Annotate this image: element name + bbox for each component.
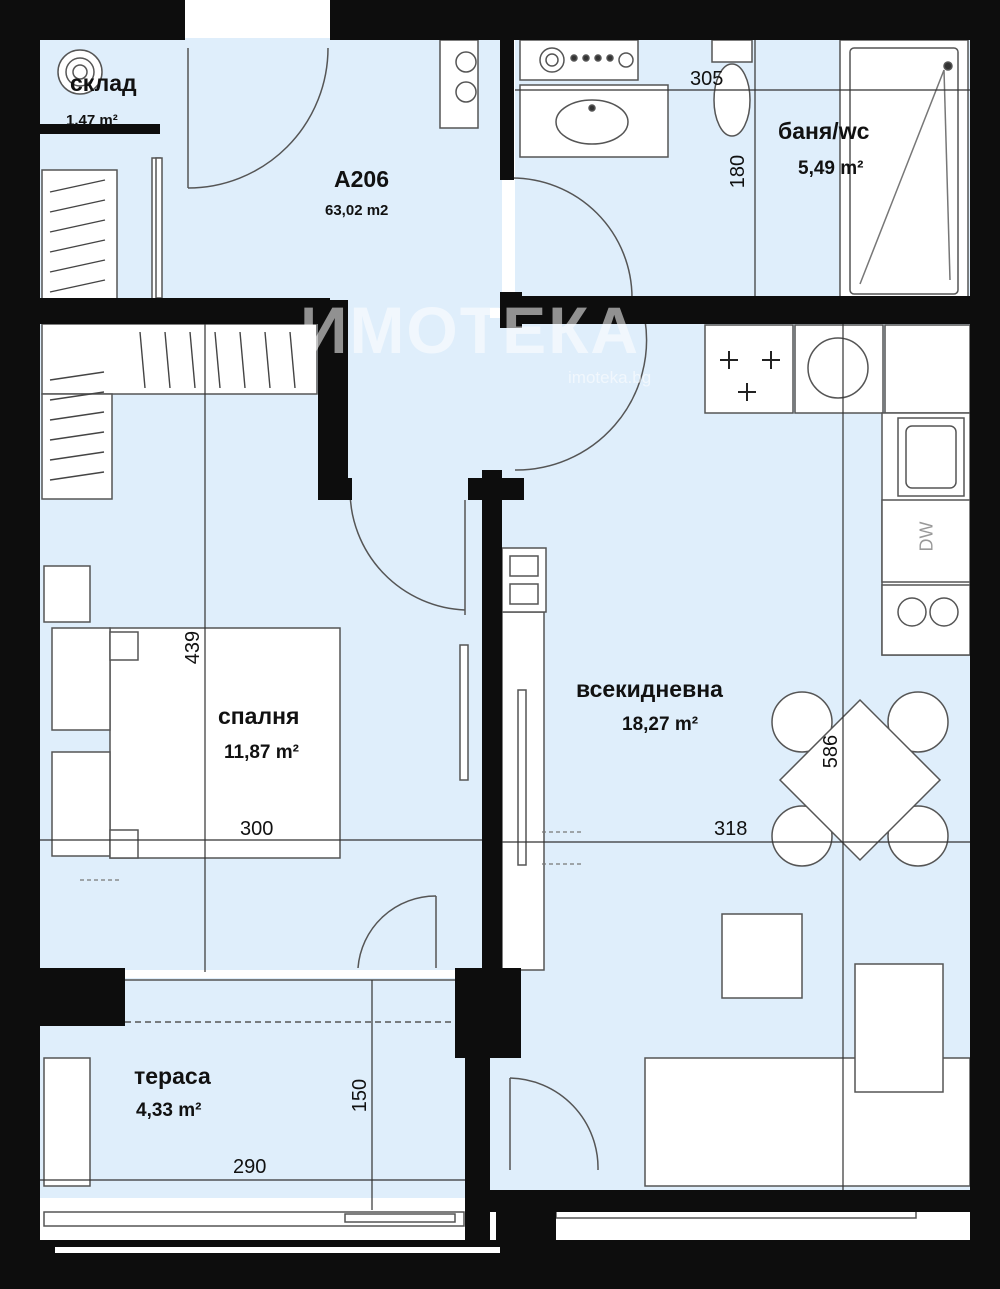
wall-bedroom-stub	[320, 478, 352, 500]
room-name-bathroom: баня/wc	[778, 118, 870, 144]
wardrobe-bedroom-top	[41, 323, 318, 395]
dining-table-icon	[771, 691, 949, 867]
wall-bedroom-right	[318, 300, 348, 500]
wall-hall-bath	[500, 40, 514, 180]
wall-outer-left	[0, 0, 40, 1289]
radiator-bedroom	[459, 644, 469, 781]
wall-bedroom-terrace	[40, 968, 125, 1026]
wall-bath-living	[514, 296, 970, 324]
room-area-storage: 1,47 m²	[66, 112, 118, 129]
wall-hall-bedroom	[40, 298, 330, 324]
wall-top-left	[40, 0, 185, 40]
wardrobes	[41, 157, 318, 500]
wall-outer-right	[970, 0, 1000, 1289]
apartment-area: 63,02 m2	[325, 202, 389, 219]
dishwasher-icon	[881, 499, 971, 583]
room-area-terrace: 4,33 m²	[136, 1100, 202, 1121]
kitchen-door-swing	[514, 319, 648, 471]
bed-icon	[109, 627, 341, 859]
wall-storage-hall	[40, 124, 160, 134]
apartment-id: A206	[334, 166, 389, 192]
wall-terrace-divider	[465, 1058, 490, 1248]
wall-living-bottom-left	[496, 1190, 556, 1248]
closet-bedroom-door	[357, 895, 437, 969]
room-name-storage: склад	[70, 70, 137, 96]
wall-top-right	[330, 0, 1000, 40]
dim-terrace-width: 290	[233, 1156, 267, 1178]
wall-bedroom-living	[482, 470, 502, 1040]
window-lines	[40, 1230, 500, 1253]
dim-terrace-depth: 150	[349, 1078, 372, 1113]
dimension-lines	[40, 40, 970, 1210]
nightstand	[43, 565, 91, 623]
bedroom-door-swing	[349, 489, 466, 611]
room-name-bedroom: спалня	[218, 703, 300, 729]
room-name-living: всекидневна	[576, 676, 723, 702]
living-furniture	[501, 547, 971, 1187]
stove-icon	[704, 324, 794, 414]
toilet-icon	[713, 63, 751, 137]
boiler-icon	[57, 49, 103, 95]
dim-bath-width: 305	[690, 68, 724, 90]
dishwasher-label: DW	[916, 521, 937, 552]
wall-living-stub	[468, 478, 524, 500]
terrace-door-swing	[509, 1077, 599, 1171]
bedroom-furniture	[43, 565, 469, 859]
wardrobe-bedroom-left	[41, 393, 113, 500]
bathroom-fixtures	[439, 39, 969, 303]
doors	[155, 47, 648, 1171]
watermark-logo: ИМОТЕКА	[300, 293, 641, 367]
dim-living-width: 318	[714, 818, 748, 840]
fridge-icon	[884, 324, 971, 414]
terrace-furniture	[43, 979, 917, 1227]
room-area-living: 18,27 m²	[622, 714, 699, 735]
room-name-terrace: тераса	[134, 1063, 211, 1089]
entry-door-swing	[187, 47, 329, 189]
bath-door-swing	[511, 177, 633, 299]
dim-living-depth: 586	[820, 734, 843, 769]
room-area-bathroom: 5,49 m²	[798, 158, 864, 179]
room-area-bedroom: 11,87 m²	[224, 742, 299, 763]
toilet-tank	[711, 39, 753, 63]
wall-bottom-inner	[465, 1190, 970, 1212]
wall-terrace-right	[455, 968, 521, 1058]
wardrobe-hall	[41, 169, 118, 306]
kitchen	[704, 324, 971, 656]
dim-bedroom-depth: 439	[182, 630, 205, 665]
dim-bedroom-width: 300	[240, 818, 274, 840]
dim-bath-depth: 180	[727, 154, 750, 189]
armchair-icon	[721, 913, 803, 999]
watermark-url: imoteka.bg	[568, 368, 652, 387]
hob-icon	[881, 584, 971, 656]
